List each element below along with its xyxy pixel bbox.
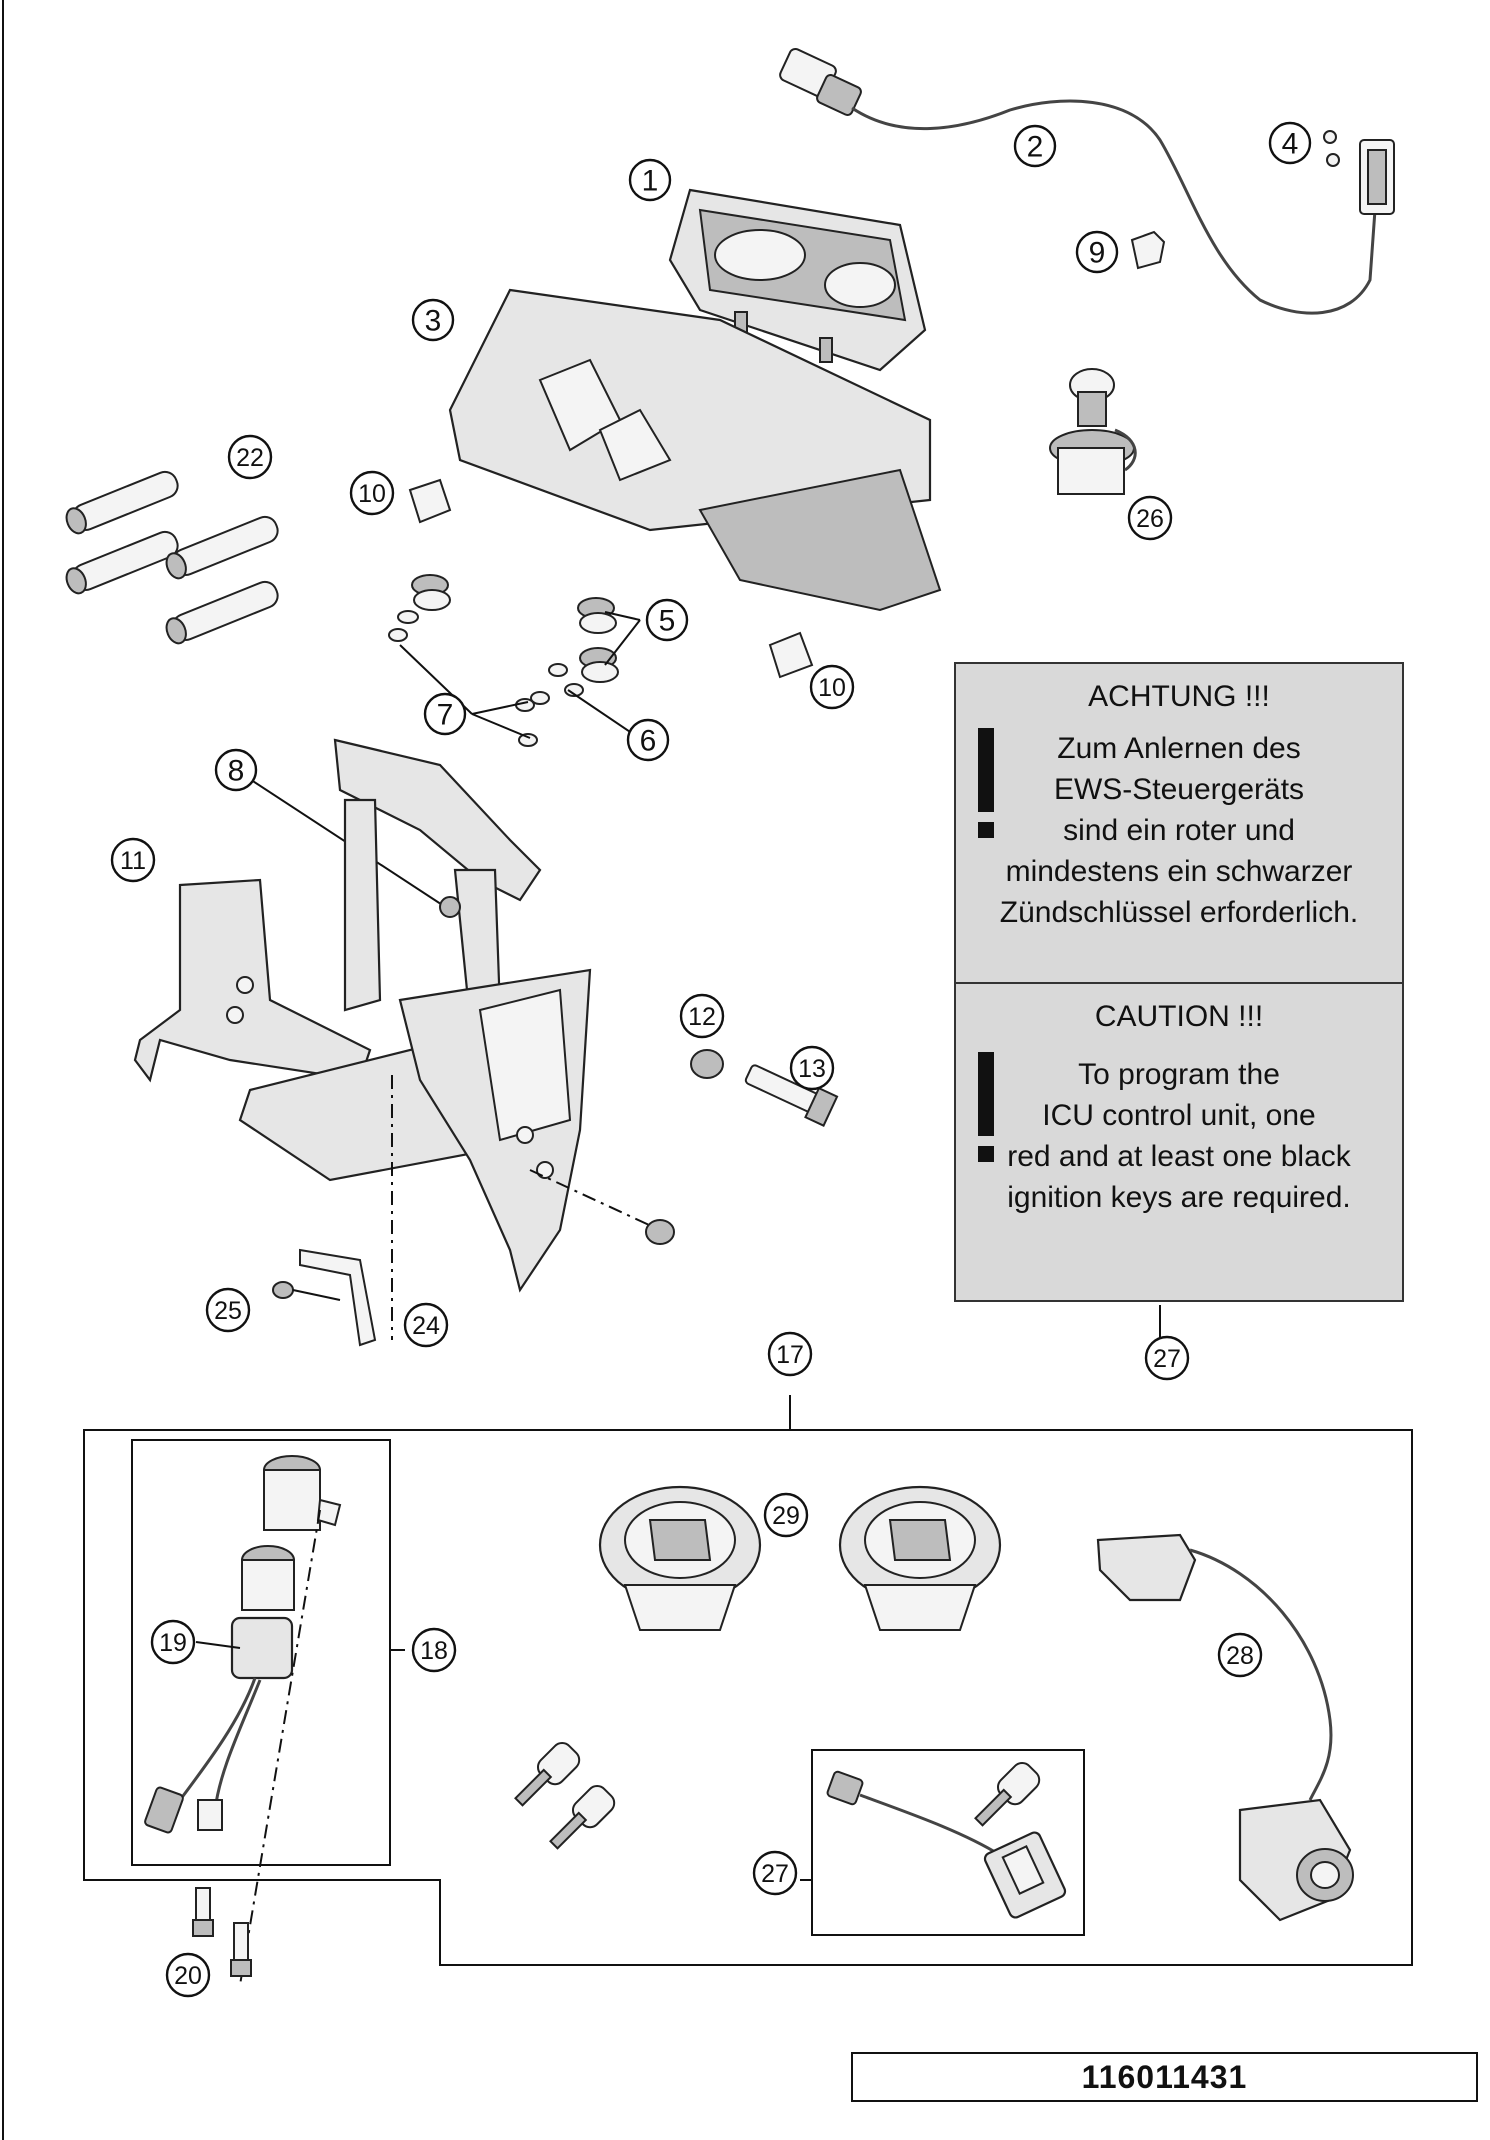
callout-3: 3 [411,298,455,342]
callout-8: 8 [214,748,258,792]
notice-german-line: EWS-Steuergeräts [1053,773,1305,806]
callout-26: 26 [1127,495,1173,541]
small-bracket-parts [272,1248,377,1347]
leader-lines [235,611,643,911]
clip-part-10 [408,478,814,679]
callout-20-label: 20 [174,1962,202,1990]
callout-18: 18 [411,1627,457,1673]
part-number: 116011431 [1081,2058,1248,2095]
callout-17: 17 [767,1331,813,1377]
notice-german-body: Zum Anlernen des EWS-Steuergeräts sind e… [956,728,1402,933]
caution-notice-english: CAUTION !!! To program the ICU control u… [954,984,1404,1302]
spacers-part [65,470,279,645]
notice-english-title: CAUTION !!! [1094,1000,1264,1033]
callout-7-label: 7 [437,699,454,732]
callout-27a-label: 27 [1153,1345,1181,1373]
callout-6-label: 6 [640,725,657,758]
clip-part-9 [1130,230,1166,270]
callout-29: 29 [763,1492,809,1538]
callout-27b: 27 [752,1850,798,1896]
callout-4: 4 [1268,121,1312,165]
notice-german-line: Zündschlüssel erforderlich. [999,896,1359,929]
callout-2: 2 [1013,124,1057,168]
notice-german-title: ACHTUNG !!! [1088,680,1270,713]
callout-29-label: 29 [772,1502,800,1530]
callout-17-label: 17 [776,1341,804,1369]
notice-english-body: To program the ICU control unit, one red… [956,1054,1402,1218]
callout-22-label: 22 [236,444,264,472]
callout-1: 1 [628,158,672,202]
ignition-lock-part [144,1455,342,1986]
notice-english-line: To program the [1078,1058,1280,1091]
callout-4-label: 4 [1282,128,1299,161]
callout-13: 13 [789,1045,835,1091]
callout-28-label: 28 [1226,1642,1254,1670]
callout-1-label: 1 [642,165,659,198]
callout-2-label: 2 [1027,131,1044,164]
frame-bracket-part [133,738,661,1340]
callout-9: 9 [1075,230,1119,274]
notice-german-line: Zum Anlernen des [1057,732,1301,765]
caution-notice-german: ACHTUNG !!! Zum Anlernen des EWS-Steuerg… [954,662,1404,984]
callout-8-label: 8 [228,755,245,788]
callout-10a: 10 [349,470,395,516]
callout-5: 5 [645,598,689,642]
notice-english-line: ignition keys are required. [1007,1181,1351,1214]
notice-english-line: red and at least one black [1007,1140,1351,1173]
grommets-washers-screws [388,574,619,747]
callout-24: 24 [403,1302,449,1348]
steering-lock-part [1096,1533,1354,1922]
callout-25-label: 25 [214,1297,242,1325]
callout-26-label: 26 [1136,505,1164,533]
cover-part [448,288,942,612]
screws-part-20 [192,1887,252,1977]
exclamation-icon [978,728,994,812]
callout-13-label: 13 [798,1055,826,1083]
fuel-cap-part [598,1485,1002,1631]
callout-10b: 10 [809,664,855,710]
callout-7: 7 [423,692,467,736]
notice-german-line: sind ein roter und [1063,814,1295,847]
instrument-cluster-part [668,188,927,372]
nut-bolt-parts [645,1049,839,1245]
part-number-box: 116011431 [851,2052,1478,2102]
exclamation-dot-icon [978,1146,994,1162]
callout-18-label: 18 [420,1637,448,1665]
callout-11: 11 [110,837,156,883]
callout-24-label: 24 [412,1312,440,1340]
callout-10b-label: 10 [818,674,846,702]
callout-19-label: 19 [159,1629,187,1657]
callout-20: 20 [165,1952,211,1998]
keys-part [514,1741,1041,1850]
notice-english-line: ICU control unit, one [1042,1099,1316,1132]
callout-10a-label: 10 [358,480,386,508]
callout-11-label: 11 [120,847,146,875]
callout-27a: 27 [1144,1335,1190,1381]
page-left-border [2,0,4,2140]
socket-part [1049,368,1137,495]
exclamation-icon [978,1052,994,1136]
screws-part-4 [1323,130,1340,167]
callout-9-label: 9 [1089,237,1106,270]
callout-25: 25 [205,1287,251,1333]
callout-5-label: 5 [659,605,676,638]
callout-12-label: 12 [688,1003,716,1031]
callout-22: 22 [227,434,273,480]
callout-19: 19 [150,1619,196,1665]
notice-german-line: mindestens ein schwarzer [1005,855,1353,888]
callout-6: 6 [626,718,670,762]
callout-27b-label: 27 [761,1860,789,1888]
callout-3-label: 3 [425,305,442,338]
ecu-connector-part [826,1770,1067,1919]
exclamation-dot-icon [978,822,994,838]
wiring-harness-part [779,48,1395,315]
callout-28: 28 [1217,1632,1263,1678]
callout-12: 12 [679,993,725,1039]
